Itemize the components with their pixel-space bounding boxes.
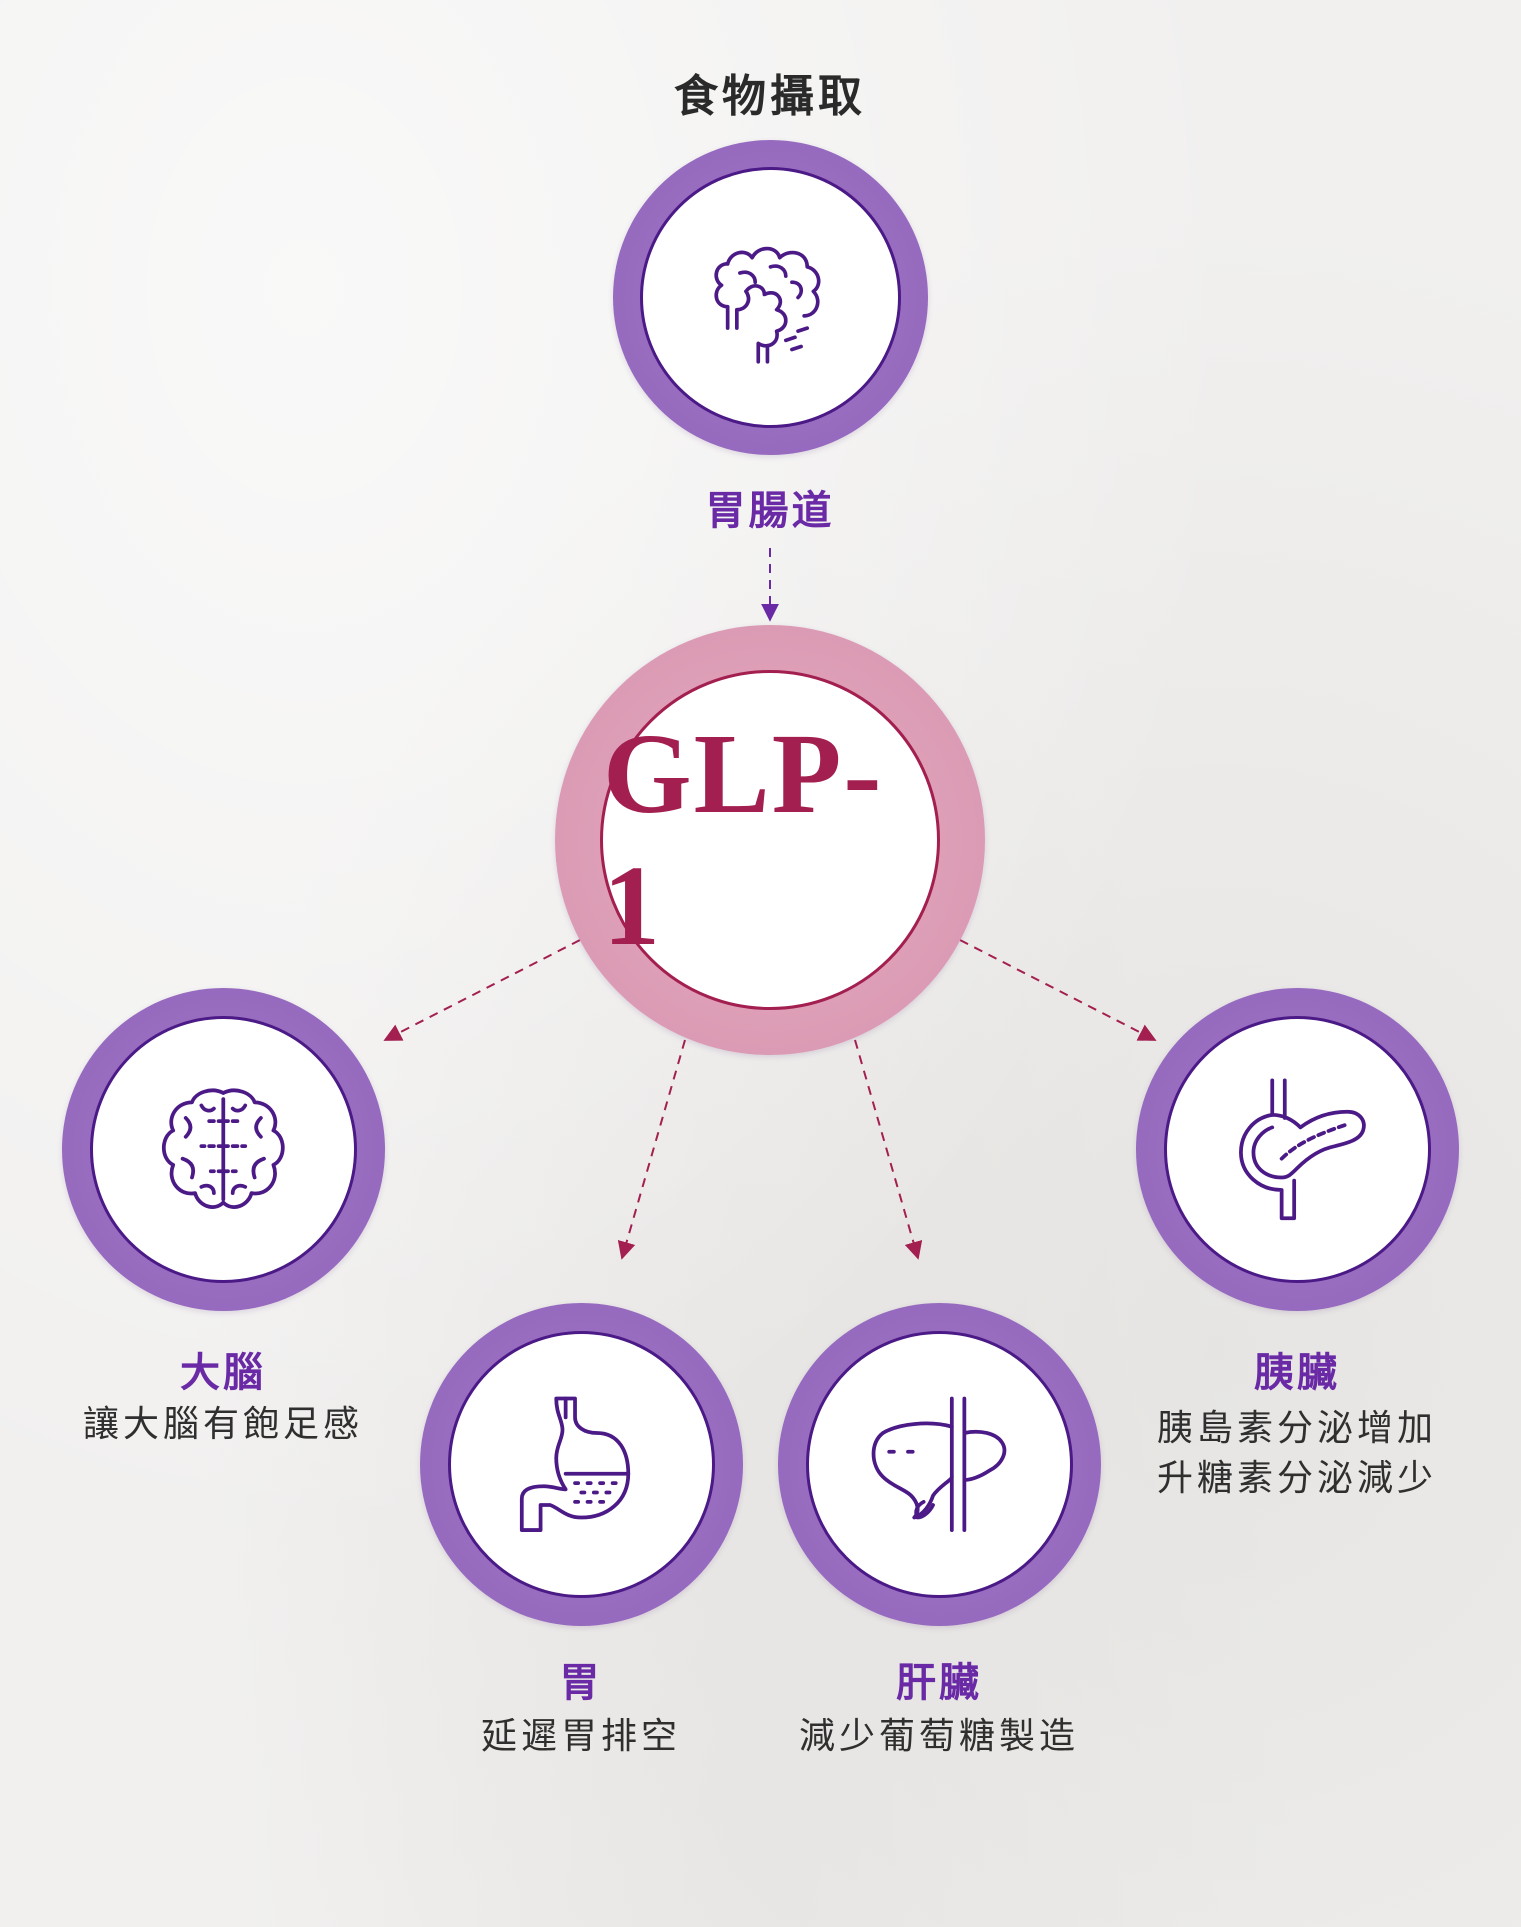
- brain-inner: [90, 1016, 357, 1283]
- node-glp1: GLP-1: [555, 625, 985, 1055]
- hub-label: GLP-1: [603, 710, 884, 969]
- liver-inner: [806, 1331, 1073, 1598]
- node-gut: [613, 140, 928, 455]
- pancreas-inner: [1164, 1016, 1431, 1283]
- liver-desc: 減少葡萄糖製造: [798, 1716, 1079, 1757]
- intestine-icon: [714, 246, 821, 364]
- pancreas-name: 胰臟: [1254, 1350, 1340, 1396]
- liver-icon: [871, 1396, 1007, 1533]
- node-liver: [778, 1303, 1101, 1626]
- node-brain: [62, 988, 385, 1311]
- pancreas-desc-2: 升糖素分泌減少: [1156, 1458, 1437, 1499]
- arrow-hub-to-brain: [383, 939, 581, 1041]
- brain-desc: 讓大腦有飽足感: [82, 1404, 363, 1445]
- brain-icon: [162, 1088, 285, 1210]
- pancreas-icon: [1239, 1078, 1366, 1221]
- arrow-hub-to-stomach: [617, 1039, 686, 1260]
- arrow-hub-to-pancreas: [959, 939, 1157, 1041]
- node-stomach: [420, 1303, 743, 1626]
- arrow-hub-to-liver: [854, 1039, 923, 1260]
- source-name: 胃腸道: [705, 488, 835, 534]
- stomach-icon: [520, 1396, 631, 1533]
- stomach-inner: [448, 1331, 715, 1598]
- gut-inner: [640, 167, 901, 428]
- stomach-name: 胃: [559, 1660, 603, 1706]
- node-pancreas: [1136, 988, 1459, 1311]
- brain-name: 大腦: [180, 1350, 266, 1396]
- pancreas-desc-1: 胰島素分泌增加: [1156, 1408, 1437, 1449]
- stomach-desc: 延遲胃排空: [480, 1716, 681, 1757]
- top-label: 食物攝取: [674, 71, 866, 122]
- liver-name: 肝臟: [896, 1660, 982, 1706]
- glp1-inner: GLP-1: [600, 670, 940, 1010]
